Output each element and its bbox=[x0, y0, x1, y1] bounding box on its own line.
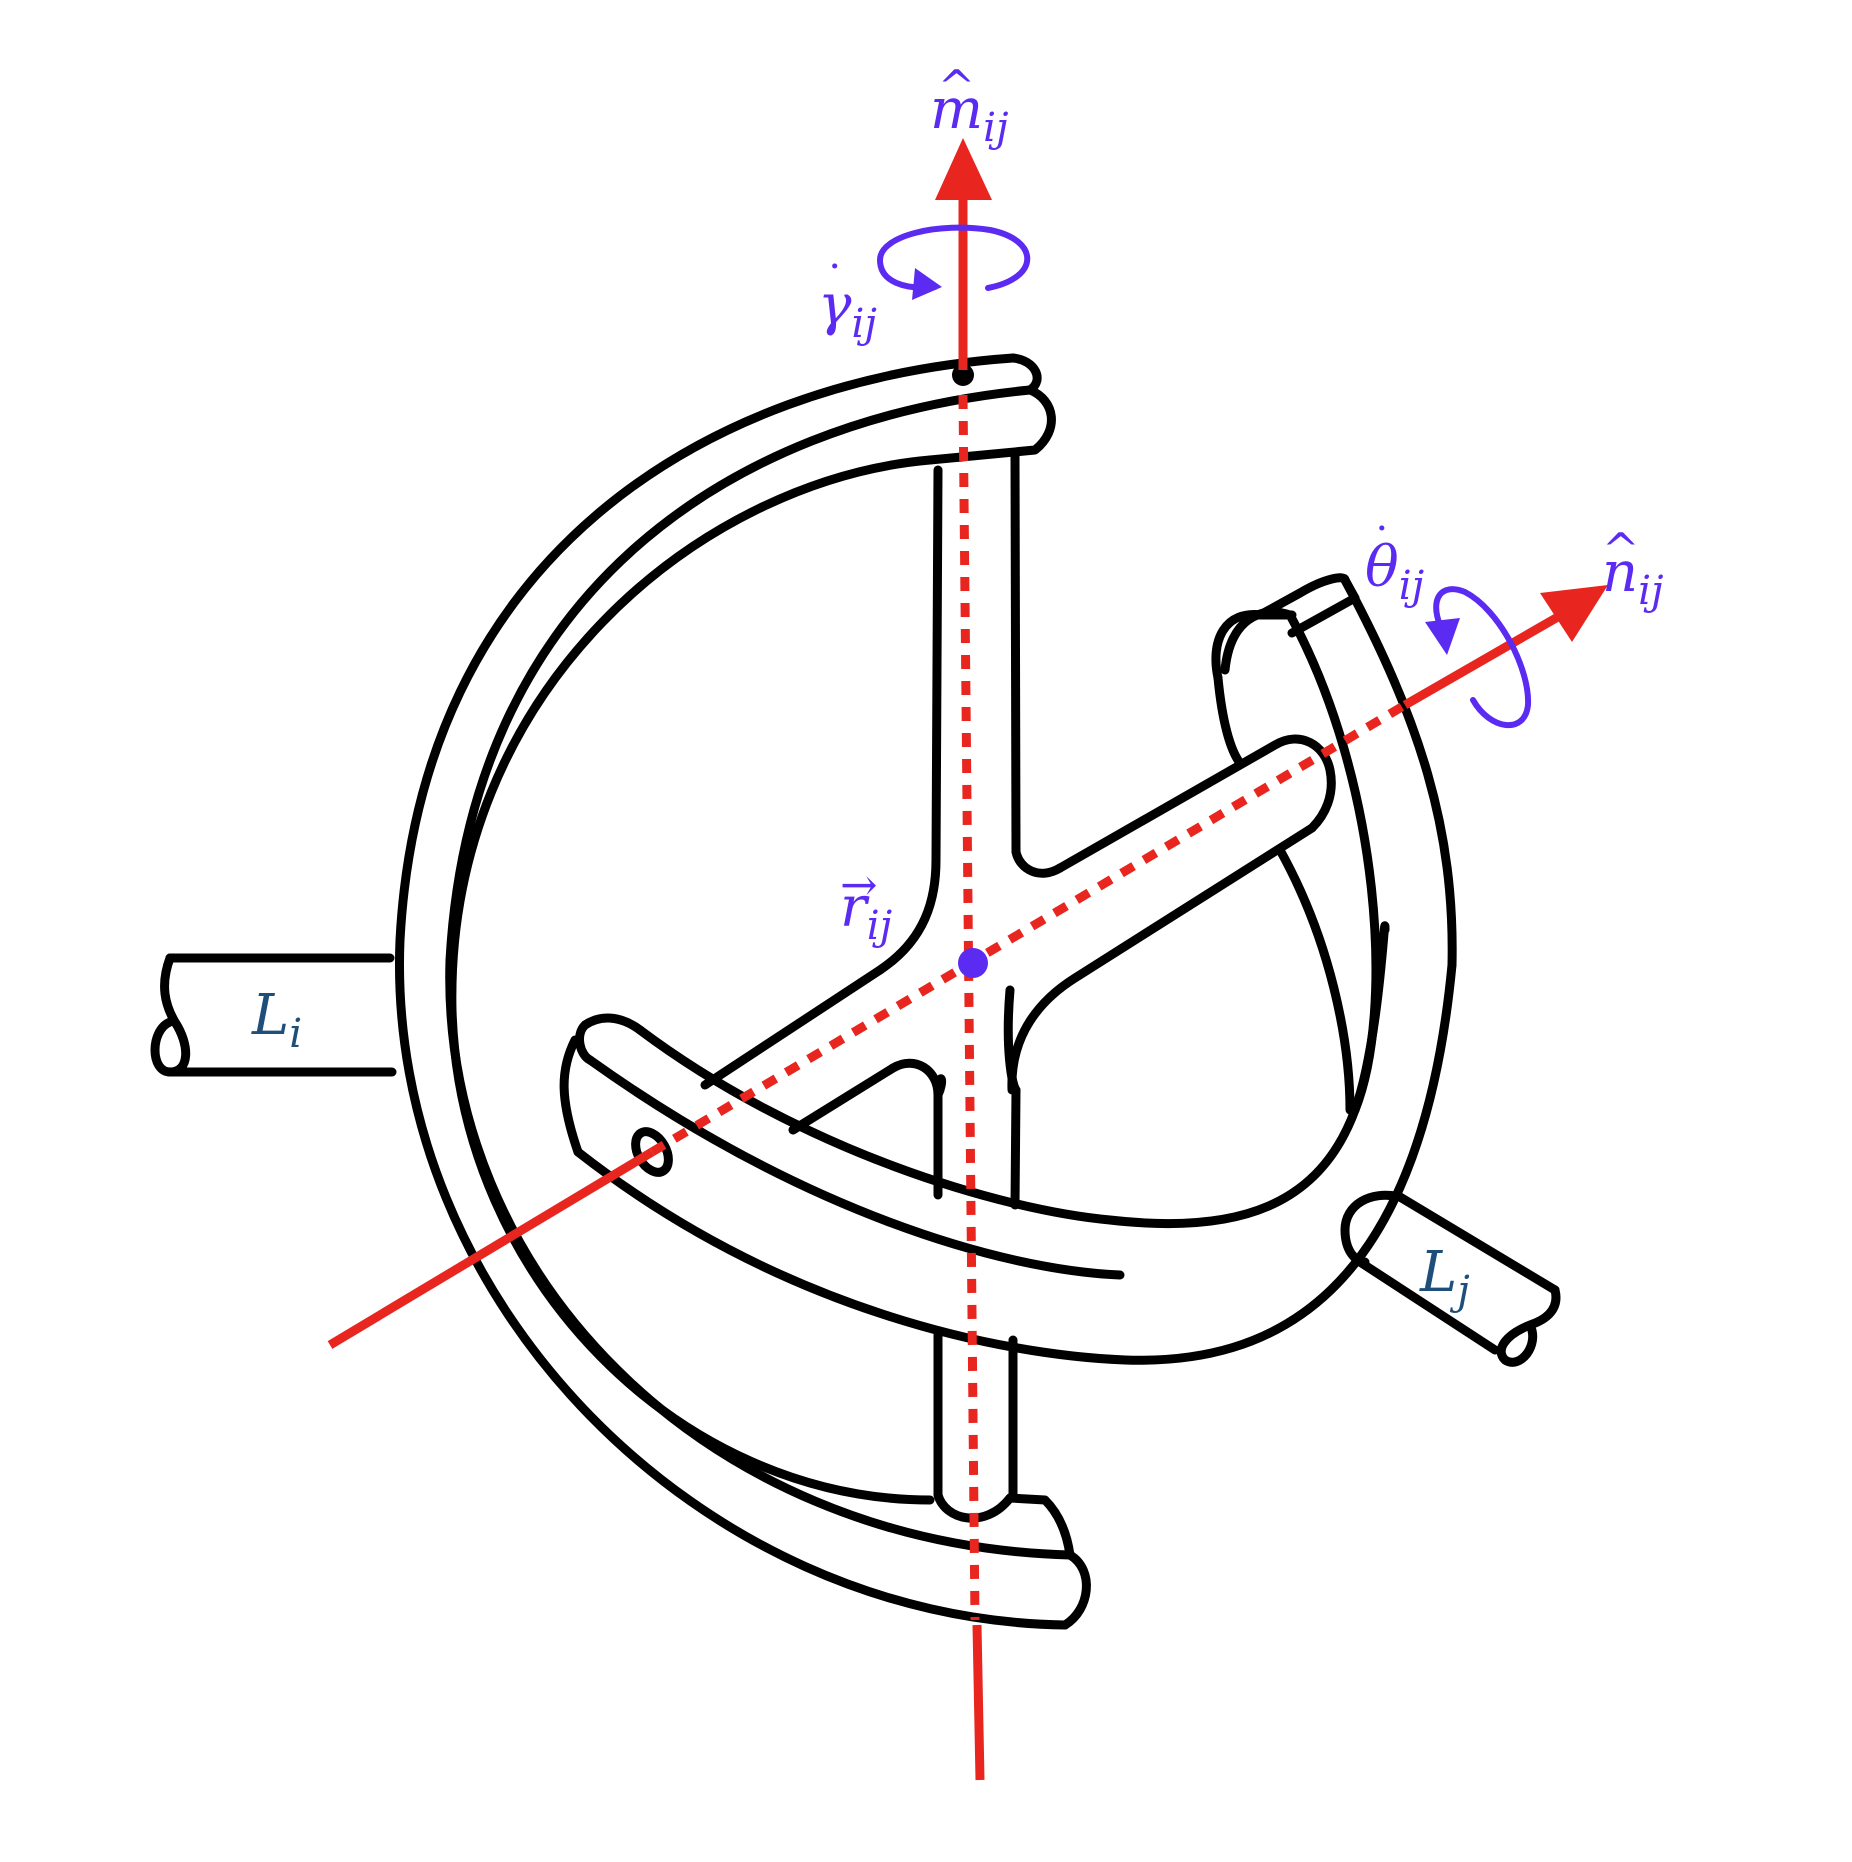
link-j-stub bbox=[1340, 1190, 1561, 1367]
inner-ring bbox=[559, 573, 1457, 1365]
theta-rate-label: ˙θij bbox=[1365, 517, 1425, 609]
link-i-stub bbox=[150, 953, 397, 1077]
center-point bbox=[958, 948, 988, 978]
m-axis-arrowhead bbox=[935, 138, 992, 200]
gamma-rate-label: ˙γij bbox=[818, 255, 877, 347]
link-j-label: Lj bbox=[1420, 1240, 1470, 1314]
m-axis-label: ^mij bbox=[930, 59, 1009, 151]
diagonal-spoke bbox=[700, 734, 1336, 1135]
r-vector-label: →rij bbox=[840, 857, 893, 949]
theta-rotation-arrow bbox=[1425, 586, 1532, 728]
gamma-rotation-arrow bbox=[876, 224, 1031, 300]
outer-ring bbox=[395, 353, 1091, 1630]
n-axis-arrowhead bbox=[1540, 585, 1608, 642]
n-axis bbox=[327, 585, 1608, 1349]
top-pivot-dot bbox=[952, 364, 974, 386]
link-i-label: Li bbox=[252, 983, 303, 1057]
n-axis-label: ^nij bbox=[1602, 522, 1664, 614]
